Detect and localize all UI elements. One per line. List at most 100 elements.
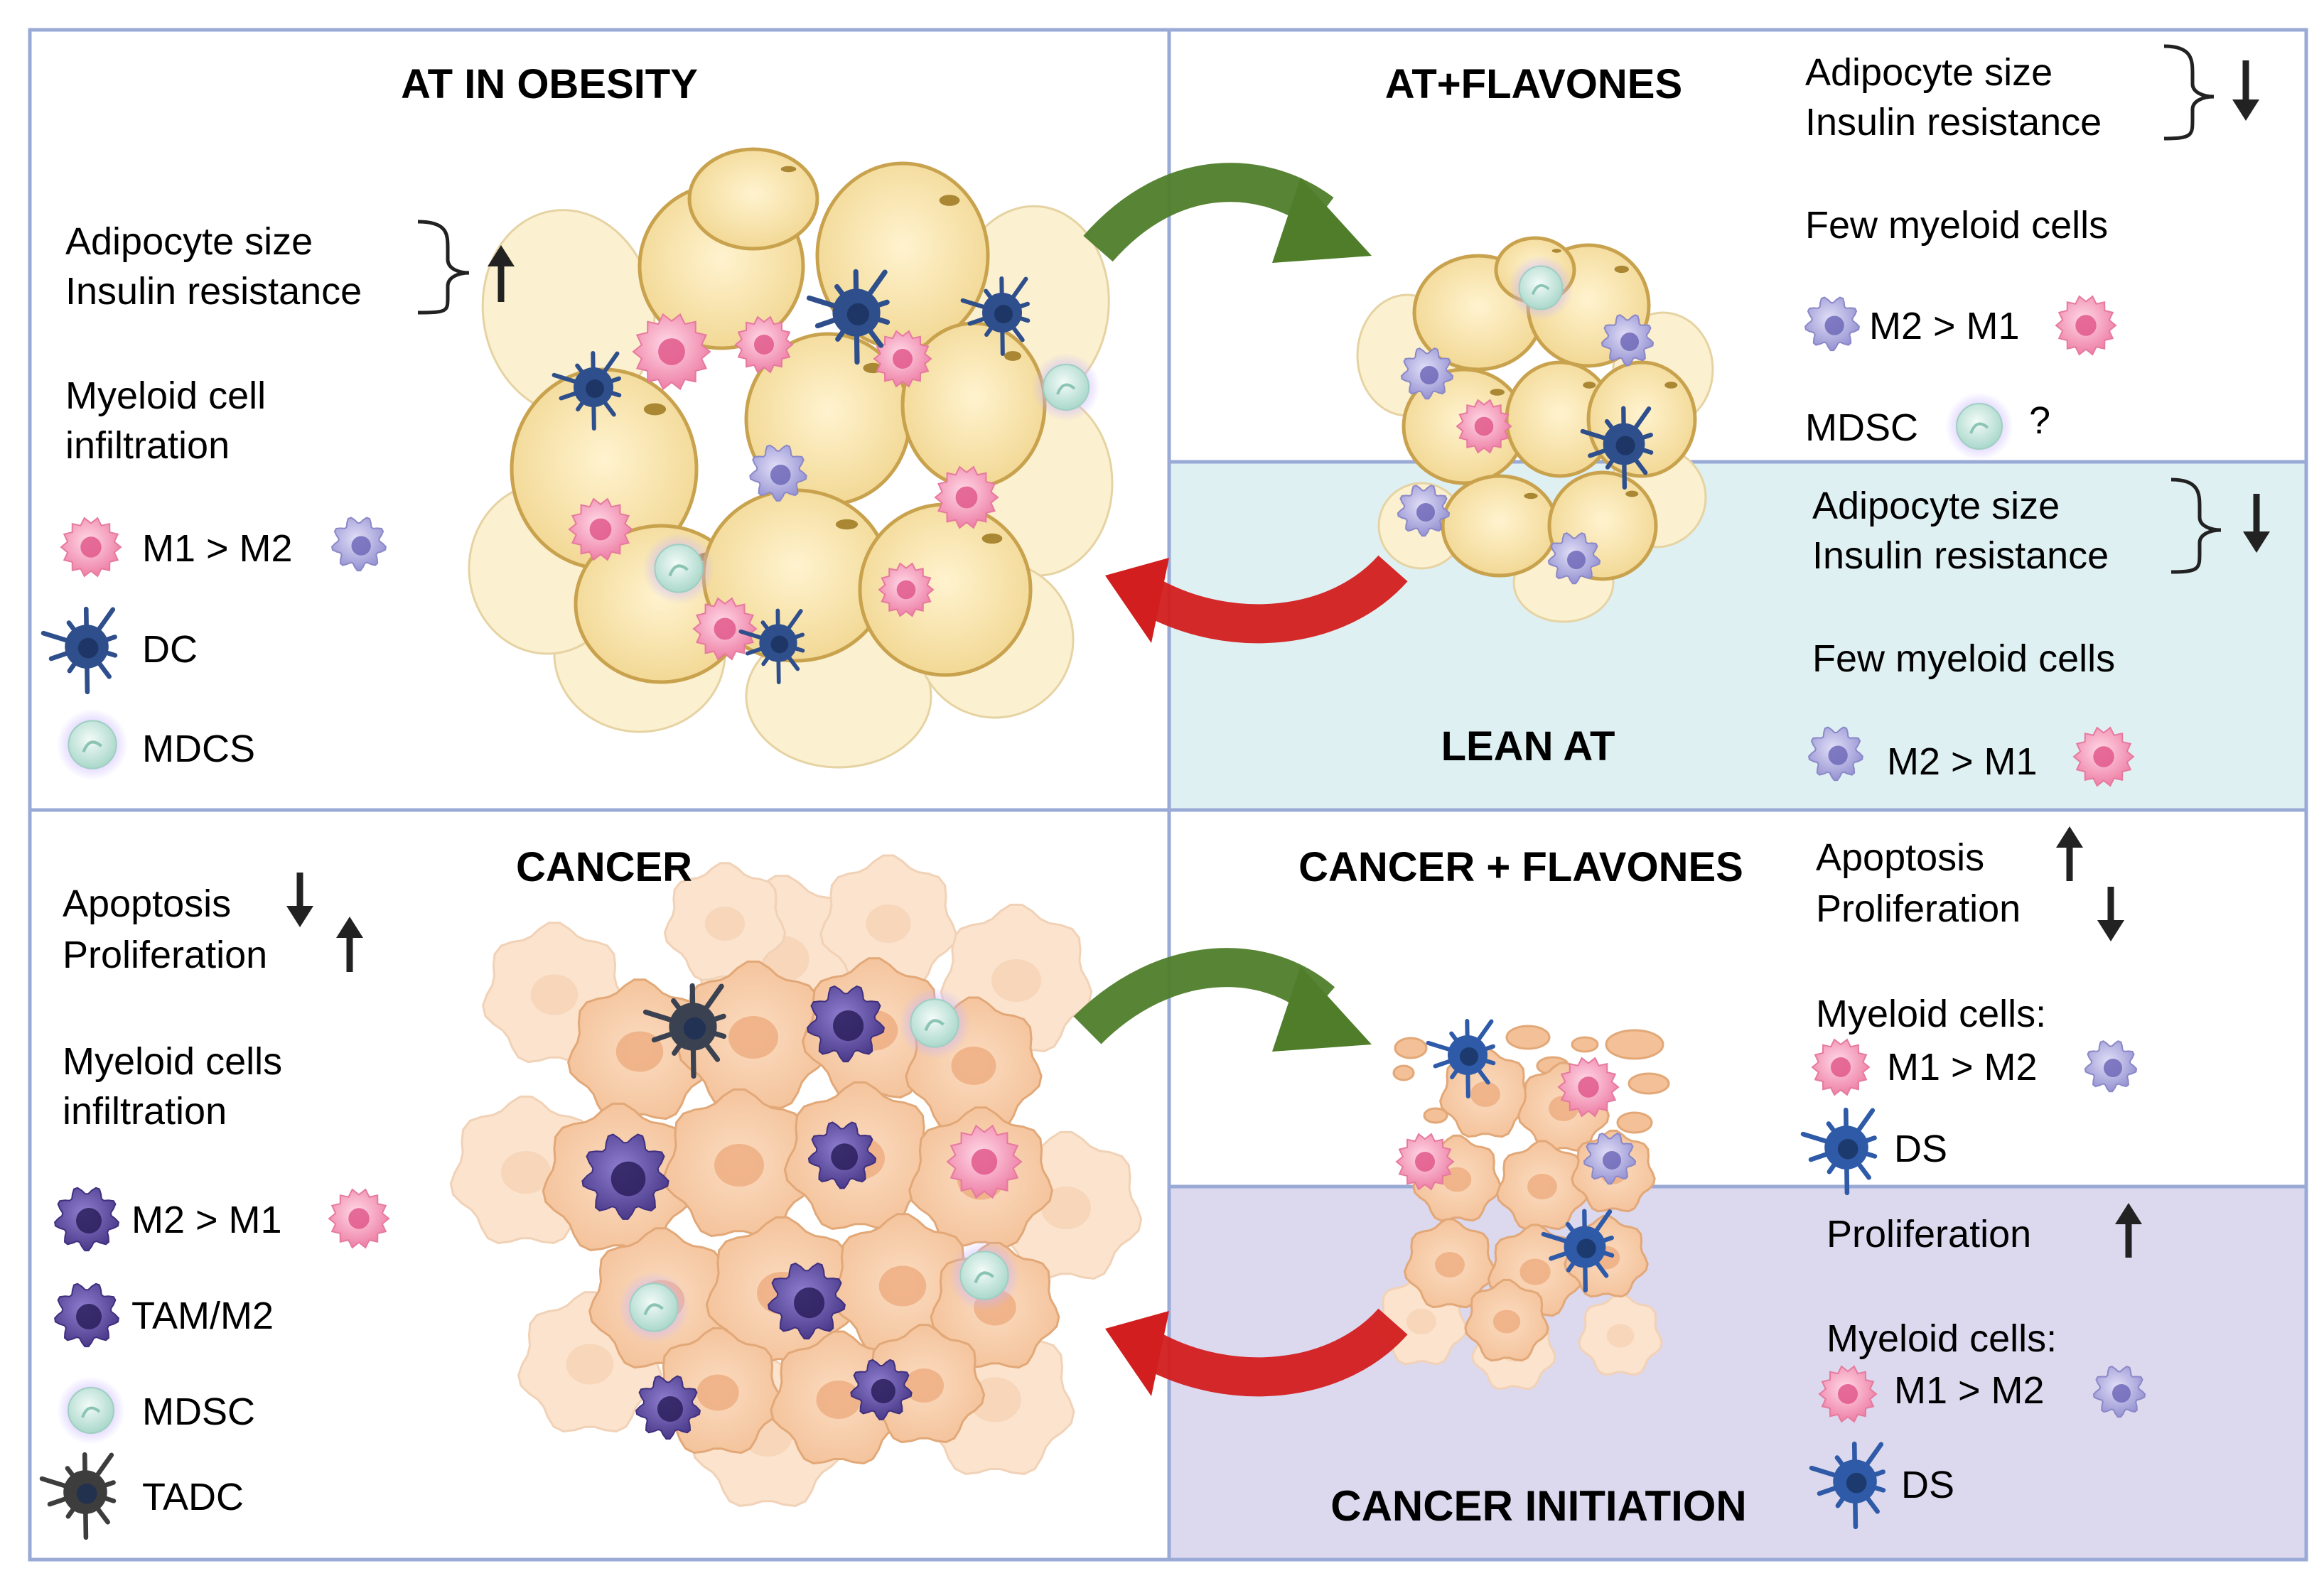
m2-macrophage-icon xyxy=(1583,1133,1637,1185)
dc-legend-icon xyxy=(41,606,118,695)
down-arrow-icon xyxy=(2232,60,2259,121)
mdsc-legend-icon xyxy=(57,1376,125,1444)
up-arrow-icon xyxy=(2115,1203,2142,1258)
title-at-obesity: AT IN OBESITY xyxy=(401,61,698,107)
tam-legend-icon xyxy=(54,1282,119,1348)
apoptotic-bleb xyxy=(1628,1072,1670,1095)
m1-legend-icon xyxy=(1818,1365,1878,1423)
mdsc-label: MDSC xyxy=(1805,406,1918,449)
ds-label: DS xyxy=(1901,1464,1954,1506)
mdsc-icon xyxy=(948,1239,1021,1312)
apoptotic-bleb xyxy=(1571,1036,1599,1053)
m2-legend-icon xyxy=(54,1187,119,1252)
m2-macrophage-icon xyxy=(749,444,807,502)
m1-legend-icon xyxy=(1811,1038,1871,1096)
tam-icon xyxy=(635,1375,701,1440)
m2-macrophage-icon xyxy=(1397,485,1451,537)
dc-label: DC xyxy=(142,628,198,671)
bracket-obesity xyxy=(417,220,470,315)
down-arrow-icon xyxy=(286,873,313,927)
insulin-resistance-label: Insulin resistance xyxy=(1805,101,2102,144)
few-myeloid-label: Few myeloid cells xyxy=(1805,204,2108,247)
infiltration-label-2: infiltration xyxy=(63,1090,227,1133)
tam-icon xyxy=(807,1121,877,1189)
m1-legend-icon xyxy=(328,1188,390,1249)
up-arrow-icon xyxy=(488,245,515,302)
apoptotic-bleb xyxy=(1394,1037,1428,1059)
m2-m1-ratio-label: M2 > M1 xyxy=(1887,740,2038,783)
tam-icon xyxy=(850,1359,913,1420)
adipocyte-size-label: Adipocyte size xyxy=(1812,485,2060,527)
m1-m2-ratio-label: M1 > M2 xyxy=(142,527,293,570)
question-mark: ? xyxy=(2029,399,2050,442)
tumor-cell xyxy=(1404,1218,1496,1309)
mdsc-icon xyxy=(1032,353,1100,421)
down-arrow-icon xyxy=(2097,887,2124,941)
mdsc-label: MDCS xyxy=(142,728,255,770)
mdsc-icon xyxy=(898,987,971,1059)
up-arrow-icon xyxy=(2056,826,2083,881)
m1-macrophage-icon xyxy=(568,497,633,561)
mdsc-icon xyxy=(1508,255,1573,320)
apoptotic-bleb xyxy=(1423,1107,1448,1124)
m1-m2-ratio-label: M1 > M2 xyxy=(1887,1046,2038,1089)
insulin-resistance-label: Insulin resistance xyxy=(1812,534,2109,577)
panel-lean-at-background xyxy=(1169,462,2306,810)
proliferation-label: Proliferation xyxy=(1816,887,2021,930)
ds-legend-icon xyxy=(1800,1107,1878,1196)
tumor-cell xyxy=(1464,1278,1549,1362)
apoptotic-bleb xyxy=(1392,1064,1415,1081)
m2-m1-ratio-label: M2 > M1 xyxy=(1869,305,2020,347)
title-at-flavones: AT+FLAVONES xyxy=(1385,61,1682,107)
apoptotic-bleb xyxy=(1505,1025,1551,1050)
ds-dendritic-cell-icon xyxy=(1541,1209,1615,1293)
m2-legend-icon xyxy=(1808,726,1863,782)
up-arrow-icon xyxy=(336,917,363,972)
m2-legend-icon xyxy=(2092,1366,2146,1418)
tumor-cell xyxy=(1496,1140,1588,1231)
m2-macrophage-icon xyxy=(1400,347,1454,400)
myeloid-cells-label: Myeloid cells: xyxy=(1816,993,2046,1035)
adipocyte-cell xyxy=(1441,474,1559,578)
m1-macrophage-icon xyxy=(692,597,758,661)
title-cancer: CANCER xyxy=(516,844,692,890)
m2-legend-icon xyxy=(331,517,387,572)
ds-dendritic-cell-icon xyxy=(1426,1019,1496,1098)
adipocyte-size-label: Adipocyte size xyxy=(65,220,313,263)
m1-macrophage-icon xyxy=(632,313,711,391)
mdsc-icon xyxy=(642,532,715,605)
m2-macrophage-icon xyxy=(1601,314,1655,367)
m2-legend-icon xyxy=(2084,1040,2138,1093)
green-arrow-bottom xyxy=(1073,948,1372,1052)
mdsc-legend-icon xyxy=(56,708,129,781)
m1-macrophage-icon xyxy=(946,1124,1023,1199)
tam-icon xyxy=(768,1262,846,1340)
adipocyte-cell xyxy=(687,147,819,251)
infiltration-label-1: Myeloid cell xyxy=(65,374,266,417)
apoptotic-bleb xyxy=(1605,1029,1664,1060)
dendritic-cell-icon xyxy=(552,351,622,431)
apoptosis-label: Apoptosis xyxy=(63,882,231,925)
mdsc-label: MDSC xyxy=(142,1390,255,1433)
dendritic-cell-icon xyxy=(960,276,1031,356)
m1-macrophage-icon xyxy=(878,562,935,617)
tumor-cell xyxy=(1578,1292,1663,1376)
apoptotic-bleb xyxy=(1616,1111,1653,1134)
tadc-legend-icon xyxy=(39,1452,117,1540)
m1-macrophage-icon xyxy=(873,330,932,388)
tadc-icon xyxy=(642,983,727,1079)
title-cancer-flavones: CANCER + FLAVONES xyxy=(1298,844,1743,890)
small-tumor-illustration xyxy=(1375,1019,1670,1390)
dendritic-cell-icon xyxy=(738,608,805,684)
proliferation-label: Proliferation xyxy=(1827,1213,2031,1256)
m1-macrophage-icon xyxy=(934,465,999,529)
m1-macrophage-icon xyxy=(1557,1057,1620,1118)
infiltration-label-1: Myeloid cells xyxy=(63,1040,282,1083)
bracket-flavones xyxy=(2163,44,2215,141)
title-cancer-initiation: CANCER INITIATION xyxy=(1330,1482,1747,1530)
apoptosis-label: Apoptosis xyxy=(1816,836,1984,879)
tumor-cell xyxy=(819,854,957,989)
m1-m2-ratio-label: M1 > M2 xyxy=(1894,1369,2045,1412)
ds-label: DS xyxy=(1894,1128,1947,1170)
red-arrow-bottom xyxy=(1105,1308,1408,1397)
